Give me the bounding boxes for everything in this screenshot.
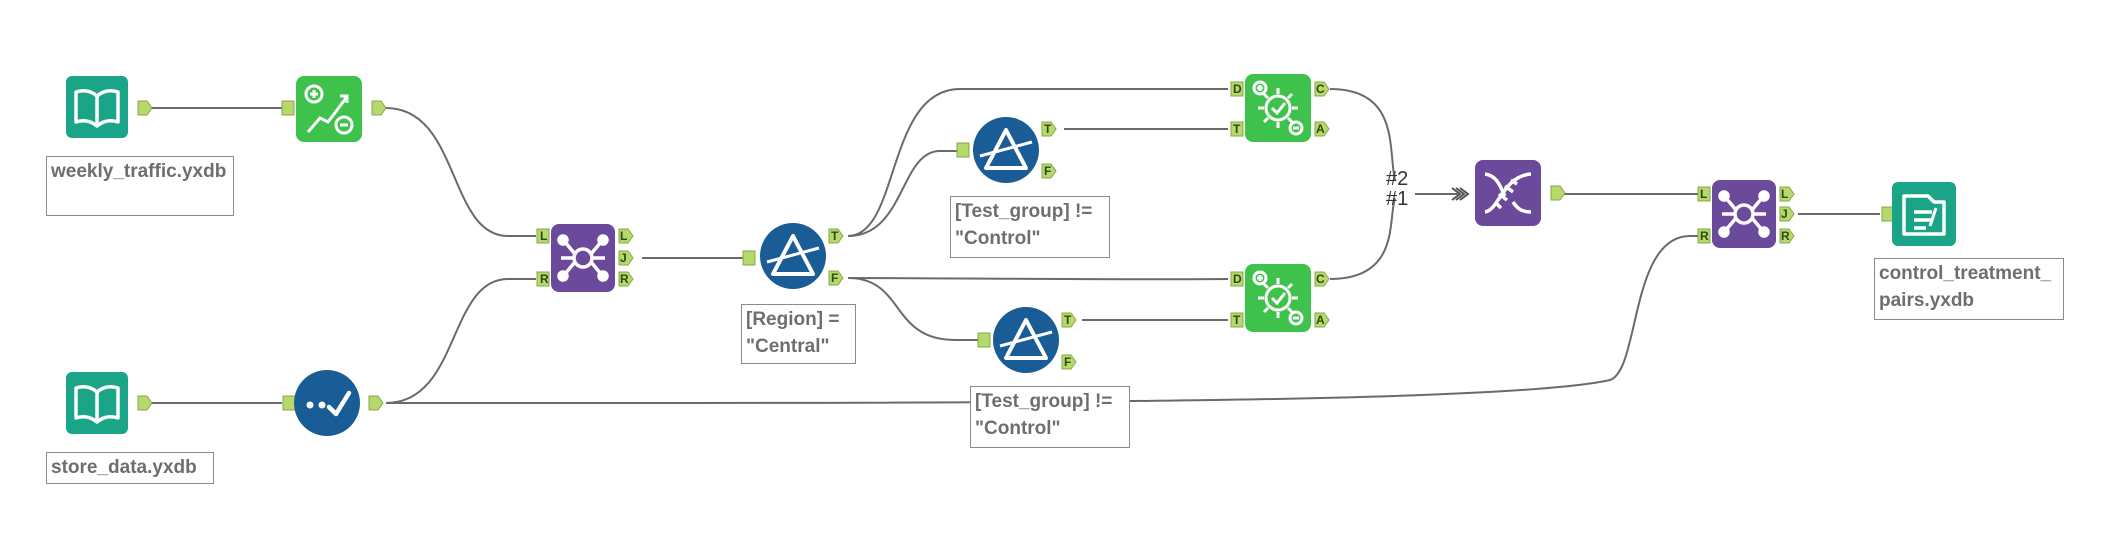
svg-text:F: F [1064, 355, 1071, 369]
annotation-weekly-traffic: weekly_traffic.yxdb [46, 156, 234, 216]
wireless-label-bottom: #1 [1386, 188, 1408, 210]
svg-text:T: T [831, 229, 839, 243]
connection-select-to-join1-right [385, 278, 536, 404]
svg-text:R: R [620, 272, 629, 286]
join-icon [557, 234, 609, 282]
annotation-filter-test-bottom: [Test_group] != "Control" [970, 386, 1130, 448]
ab-controls-top-tool[interactable]: D T C A [1230, 74, 1330, 142]
join-tool-2[interactable]: L R L J R [1697, 180, 1795, 248]
formula-tool[interactable] [281, 76, 387, 142]
input-store-data-tool[interactable] [66, 372, 153, 434]
svg-text:L: L [540, 229, 547, 243]
dna-tool[interactable] [1475, 160, 1566, 226]
svg-text:R: R [540, 272, 549, 286]
svg-text:C: C [1316, 82, 1325, 96]
filter-icon [979, 128, 1033, 170]
annotation-output-file: control_treatment_pairs.yxdb [1874, 258, 2064, 320]
open-book-icon [74, 385, 120, 424]
annotation-filter-region: [Region] = "Central" [741, 304, 856, 364]
filter-icon [999, 318, 1053, 360]
svg-text:R: R [1781, 229, 1790, 243]
filter-test-bottom-tool[interactable]: T F [977, 307, 1077, 373]
svg-text:T: T [1044, 122, 1052, 136]
connection-select-to-join2-right [385, 235, 1698, 405]
filter-icon [766, 234, 820, 276]
ab-gear-icon [1252, 80, 1304, 136]
svg-text:A: A [1316, 313, 1325, 327]
connections [150, 88, 1880, 405]
wireless-arrows [1451, 187, 1470, 201]
svg-text:C: C [1316, 272, 1325, 286]
svg-text:T: T [1233, 122, 1241, 136]
open-book-icon [74, 89, 120, 128]
svg-text:L: L [620, 229, 627, 243]
svg-text:F: F [831, 271, 838, 285]
annotation-filter-test-top: [Test_group] != "Control" [950, 196, 1110, 258]
checkmark-icon [306, 390, 352, 417]
svg-text:T: T [1233, 313, 1241, 327]
annotation-store-data: store_data.yxdb [46, 452, 214, 484]
join-tool-1[interactable]: L R L J R [536, 224, 634, 292]
output-tool[interactable] [1881, 182, 1956, 246]
connection-filter-region-false-to-ab-bottom [847, 277, 1229, 281]
output-icon [1902, 194, 1946, 236]
filter-test-top-tool[interactable]: T F [956, 117, 1057, 183]
svg-text:L: L [1781, 187, 1788, 201]
dna-icon [1484, 172, 1532, 214]
select-tool[interactable] [282, 370, 384, 436]
svg-text:F: F [1044, 164, 1051, 178]
connection-formula-to-join1-left [385, 107, 536, 237]
connection-ab-bottom-to-wireless [1329, 197, 1396, 280]
svg-text:D: D [1233, 82, 1242, 96]
wireless-label-top: #2 [1386, 168, 1408, 190]
input-weekly-traffic-tool[interactable] [66, 76, 153, 138]
svg-text:J: J [620, 251, 627, 265]
svg-text:A: A [1316, 122, 1325, 136]
formula-icon [304, 84, 354, 135]
connection-filter-region-false-to-filter-test-bottom [847, 277, 980, 341]
filter-region-tool[interactable]: T F [742, 223, 844, 289]
connection-filter-region-true-to-filter-test-top [847, 150, 958, 237]
svg-text:T: T [1064, 313, 1072, 327]
join-icon [1718, 190, 1770, 238]
svg-text:D: D [1233, 272, 1242, 286]
svg-text:R: R [1700, 229, 1709, 243]
svg-text:J: J [1781, 207, 1788, 221]
ab-controls-bottom-tool[interactable]: D T C A [1230, 264, 1330, 332]
ab-gear-icon [1252, 270, 1304, 326]
svg-text:L: L [1700, 187, 1707, 201]
connection-ab-top-to-wireless [1329, 88, 1396, 181]
connection-filter-region-true-to-ab-top [847, 88, 1228, 237]
